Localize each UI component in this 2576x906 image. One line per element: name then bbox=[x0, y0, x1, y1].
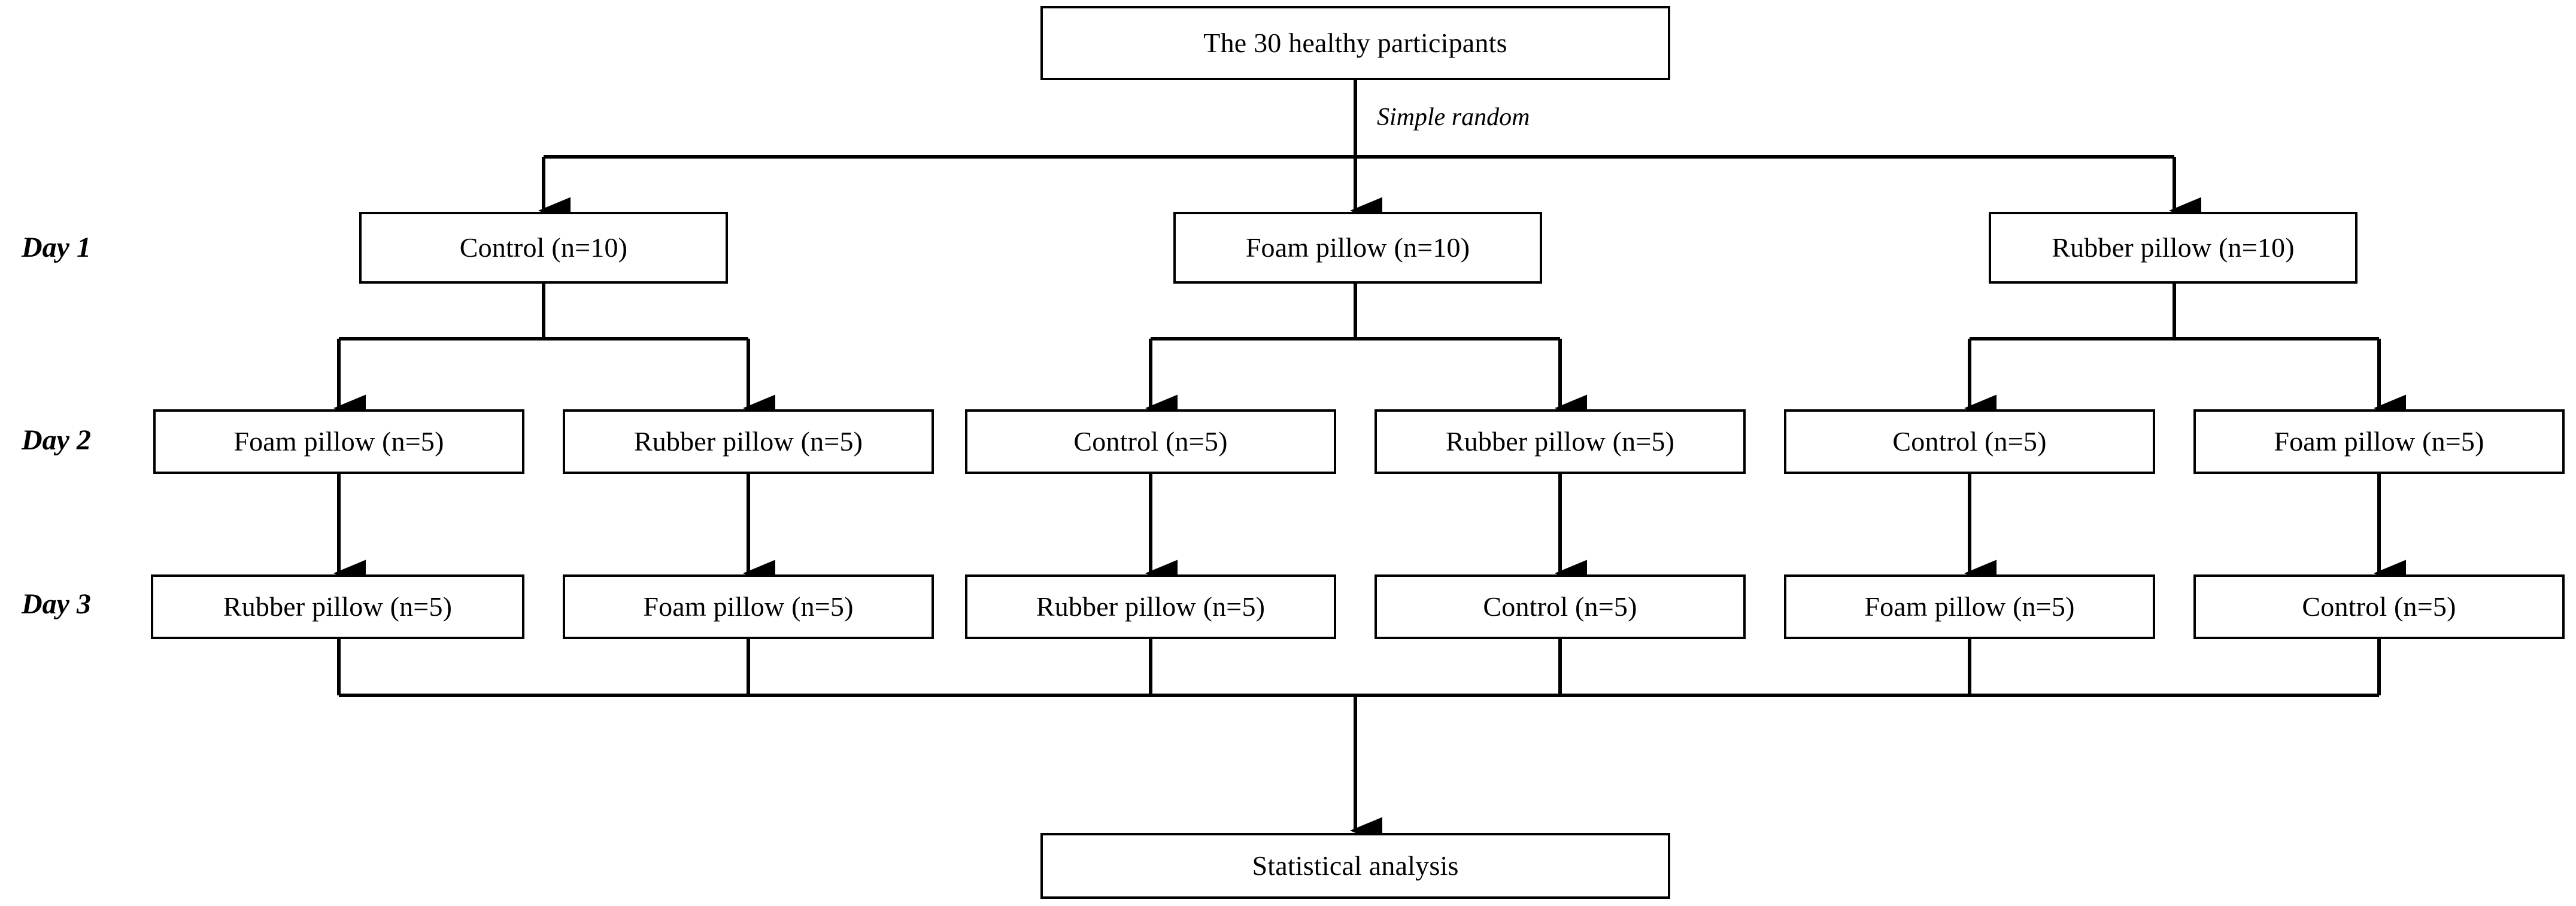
node-day2-6-label: Foam pillow (n=5) bbox=[2274, 426, 2484, 457]
node-day2-4-label: Rubber pillow (n=5) bbox=[1445, 426, 1675, 457]
row-label-day-3: Day 3 bbox=[22, 588, 91, 620]
node-day1-rubber-label: Rubber pillow (n=10) bbox=[2052, 232, 2295, 263]
node-day2-4[interactable]: Rubber pillow (n=5) bbox=[1375, 409, 1746, 474]
node-day3-2[interactable]: Foam pillow (n=5) bbox=[563, 574, 934, 639]
node-statistical-analysis-label: Statistical analysis bbox=[1252, 850, 1459, 881]
node-root-label: The 30 healthy participants bbox=[1203, 28, 1507, 58]
node-day2-1[interactable]: Foam pillow (n=5) bbox=[153, 409, 524, 474]
node-day3-1[interactable]: Rubber pillow (n=5) bbox=[151, 574, 524, 639]
node-day1-rubber[interactable]: Rubber pillow (n=10) bbox=[1989, 212, 2357, 284]
node-day3-4[interactable]: Control (n=5) bbox=[1375, 574, 1746, 639]
node-day1-foam-label: Foam pillow (n=10) bbox=[1245, 232, 1470, 263]
node-day3-6[interactable]: Control (n=5) bbox=[2193, 574, 2565, 639]
row-label-day-1: Day 1 bbox=[22, 232, 91, 263]
node-day2-5[interactable]: Control (n=5) bbox=[1784, 409, 2155, 474]
node-day2-3-label: Control (n=5) bbox=[1073, 426, 1228, 457]
node-day3-1-label: Rubber pillow (n=5) bbox=[223, 591, 453, 622]
node-day2-5-label: Control (n=5) bbox=[1892, 426, 2047, 457]
node-day2-2[interactable]: Rubber pillow (n=5) bbox=[563, 409, 934, 474]
node-day1-control-label: Control (n=10) bbox=[459, 232, 628, 263]
row-label-day-2: Day 2 bbox=[22, 424, 91, 456]
edge-label-simple-random: Simple random bbox=[1377, 104, 1530, 131]
node-root[interactable]: The 30 healthy participants bbox=[1040, 6, 1670, 80]
node-statistical-analysis[interactable]: Statistical analysis bbox=[1040, 833, 1670, 899]
node-day2-1-label: Foam pillow (n=5) bbox=[233, 426, 444, 457]
node-day3-3-label: Rubber pillow (n=5) bbox=[1036, 591, 1266, 622]
node-day3-6-label: Control (n=5) bbox=[2302, 591, 2456, 622]
node-day3-5-label: Foam pillow (n=5) bbox=[1864, 591, 2075, 622]
node-day1-control[interactable]: Control (n=10) bbox=[359, 212, 728, 284]
node-day1-foam[interactable]: Foam pillow (n=10) bbox=[1173, 212, 1542, 284]
node-day2-6[interactable]: Foam pillow (n=5) bbox=[2193, 409, 2565, 474]
node-day3-3[interactable]: Rubber pillow (n=5) bbox=[965, 574, 1336, 639]
node-day3-5[interactable]: Foam pillow (n=5) bbox=[1784, 574, 2155, 639]
node-day2-2-label: Rubber pillow (n=5) bbox=[633, 426, 863, 457]
node-day2-3[interactable]: Control (n=5) bbox=[965, 409, 1336, 474]
node-day3-4-label: Control (n=5) bbox=[1483, 591, 1637, 622]
node-day3-2-label: Foam pillow (n=5) bbox=[643, 591, 854, 622]
